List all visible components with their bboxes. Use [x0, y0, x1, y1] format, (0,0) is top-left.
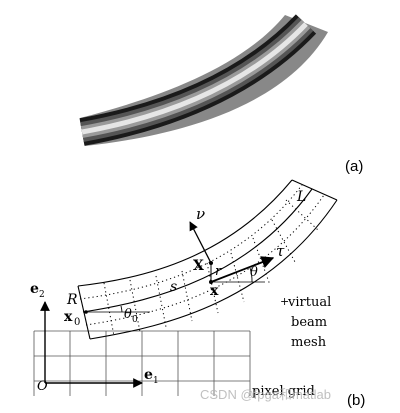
r-label: r: [215, 264, 222, 279]
R-label: R: [66, 292, 78, 308]
x0-label: x 0: [64, 309, 80, 328]
panel-b: ν τ θ X r x s L R x 0 θ 0 e 2 e 1 O + vi…: [30, 179, 365, 409]
tau-axis-line: [210, 256, 275, 283]
mesh-label-line-3: mesh: [291, 335, 327, 350]
mesh-label-line-2: beam: [291, 315, 327, 330]
panel-b-label: (b): [347, 392, 365, 409]
beam-upper-edge: [77, 179, 293, 287]
origin-label: O: [37, 379, 48, 394]
point-x: [209, 280, 213, 284]
L-label: L: [296, 189, 306, 205]
panel-a: (a): [79, 14, 363, 175]
beam-centerline: [82, 188, 313, 313]
nu-label: ν: [196, 205, 205, 223]
s-label: s: [170, 279, 177, 295]
svg-text:0: 0: [132, 315, 138, 325]
theta0-label: θ 0: [124, 307, 138, 325]
point-x0: [84, 310, 88, 314]
svg-text:e: e: [30, 281, 39, 297]
tube-shade-highlight: [81, 22, 308, 135]
beam-right-end: [291, 179, 338, 201]
x-label: x: [210, 283, 219, 299]
nu-axis-line: [189, 221, 212, 264]
beam-left-end: [77, 285, 91, 340]
e1-label: e 1: [144, 367, 159, 386]
svg-text:θ: θ: [124, 307, 132, 322]
svg-text:x: x: [64, 309, 73, 325]
e2-label: e 2: [30, 281, 45, 300]
tau-label: τ: [276, 242, 285, 260]
svg-text:1: 1: [153, 376, 159, 386]
svg-text:0: 0: [74, 317, 80, 328]
theta0-arc: [120, 305, 123, 313]
mesh-marker: +: [280, 295, 289, 308]
theta-arc: [249, 267, 253, 283]
pixel-grid: [33, 330, 251, 396]
watermark: CSDN @fpga和matlab: [200, 387, 331, 402]
beam-lower-edge: [89, 199, 338, 340]
mesh-label-line-1: virtual: [287, 295, 331, 310]
virtual-beam-mesh: [79, 184, 325, 337]
svg-text:2: 2: [39, 290, 45, 300]
beam-outline: [77, 179, 338, 340]
point-X: [209, 261, 213, 265]
theta-label: θ: [250, 265, 258, 280]
panel-a-label: (a): [345, 158, 363, 175]
svg-text:e: e: [144, 367, 153, 383]
pixel-grid-label: pixel grid: [252, 384, 315, 399]
X-label: X: [193, 258, 204, 274]
